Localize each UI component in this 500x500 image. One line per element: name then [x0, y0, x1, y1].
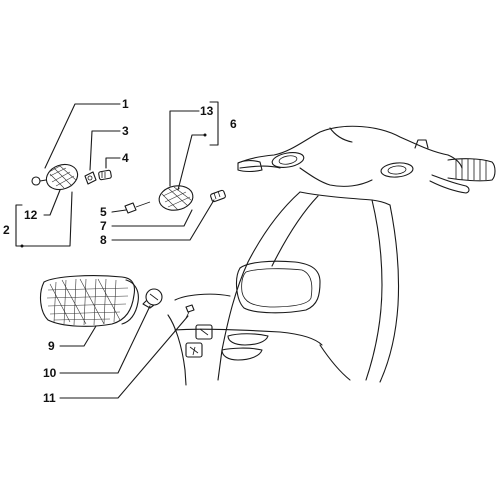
callout-10: 10 [43, 366, 57, 380]
screw-icon [185, 304, 195, 319]
right-turn-signal-icon [158, 185, 194, 211]
callout-4: 4 [122, 151, 129, 165]
screw-icon [124, 201, 151, 214]
callout-7: 7 [100, 219, 107, 233]
tail-light-lens-icon [39, 275, 139, 327]
callout-3: 3 [122, 124, 129, 138]
scooter-front-shield-icon [167, 125, 496, 386]
leader-lines [15, 101, 219, 399]
callout-6: 6 [230, 117, 237, 131]
bulb-icon [98, 169, 112, 181]
callout-2: 2 [3, 223, 10, 237]
callout-labels: 1 2 3 4 5 6 7 8 9 10 11 12 13 [3, 97, 237, 405]
callout-13: 13 [200, 104, 214, 118]
callout-12: 12 [24, 208, 38, 222]
bulb-socket-icon [84, 171, 97, 185]
callout-9: 9 [48, 339, 55, 353]
tail-bulb-icon [142, 288, 163, 309]
bulb-icon [210, 189, 226, 203]
left-turn-signal-icon [31, 163, 79, 191]
callout-11: 11 [43, 391, 56, 405]
callout-1: 1 [122, 97, 129, 111]
callout-8: 8 [100, 233, 107, 247]
callout-5: 5 [100, 205, 107, 219]
